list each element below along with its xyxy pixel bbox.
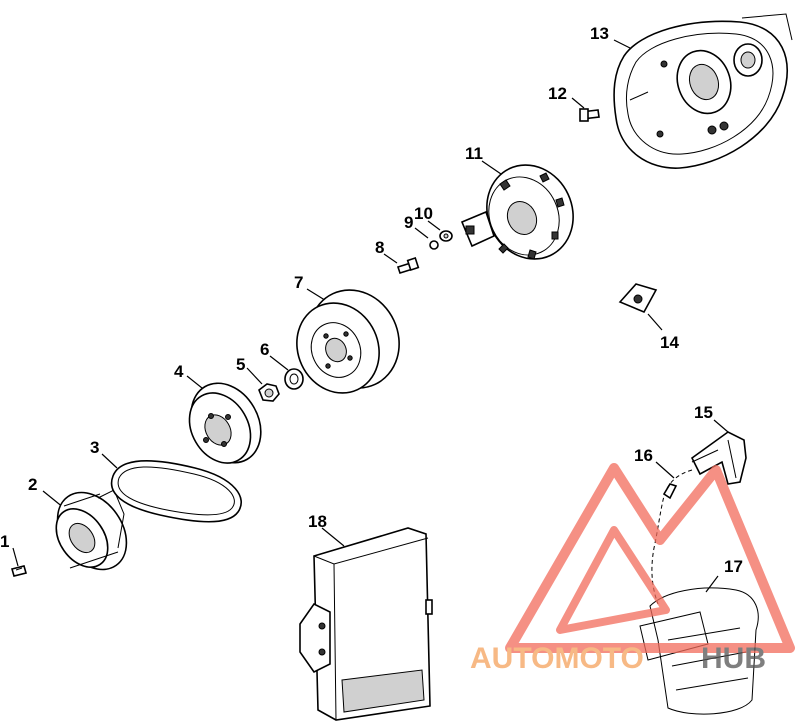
watermark-text-automoto: AUTOMOTO	[470, 642, 644, 675]
part-6-washer	[269, 355, 304, 390]
callout-3: 3	[90, 438, 99, 457]
part-14-clip	[618, 283, 663, 331]
callout-14: 14	[660, 333, 679, 352]
callout-8: 8	[375, 238, 384, 257]
part-9-washer	[414, 227, 439, 250]
part-18-cdi-box	[299, 527, 433, 721]
part-13-cover	[613, 13, 793, 169]
part-12-bolt	[571, 97, 600, 122]
part-5-nut	[246, 367, 280, 402]
part-8-bolt	[383, 253, 420, 274]
callout-12: 12	[548, 84, 567, 103]
callout-11: 11	[465, 144, 483, 163]
callout-1: 1	[0, 532, 9, 551]
watermark-triangle-inner	[556, 526, 670, 634]
callout-4: 4	[174, 362, 184, 381]
part-17-ignition-coil	[639, 575, 759, 715]
callout-7: 7	[294, 273, 303, 292]
part-16-ht-lead	[651, 461, 693, 605]
watermark-triangle-outer	[505, 463, 795, 653]
callout-18: 18	[308, 512, 327, 531]
callout-15: 15	[694, 403, 713, 422]
part-7-flywheel	[296, 288, 400, 394]
callout-13: 13	[590, 24, 609, 43]
callout-5: 5	[236, 355, 245, 374]
part-2-pulley	[42, 489, 128, 571]
part-15-plug-cap	[690, 419, 747, 485]
part-11-stator	[460, 160, 574, 260]
callout-labels: 1 2 3 4 5 6 7 8 9 10 11 12 13 14 15 16 1…	[0, 24, 743, 576]
automotohub-watermark: AUTOMOTO HUB	[470, 463, 795, 675]
watermark-text-hub: HUB	[701, 642, 766, 675]
callout-17: 17	[724, 557, 743, 576]
callout-16: 16	[634, 446, 653, 465]
callout-2: 2	[28, 475, 37, 494]
part-4-gear	[186, 375, 262, 464]
part-10-screw	[427, 220, 453, 242]
part-1-bolt	[11, 547, 27, 577]
part-3-belt	[101, 453, 243, 523]
callout-6: 6	[260, 340, 269, 359]
callout-9: 9	[404, 213, 413, 232]
callout-10: 10	[414, 204, 433, 223]
